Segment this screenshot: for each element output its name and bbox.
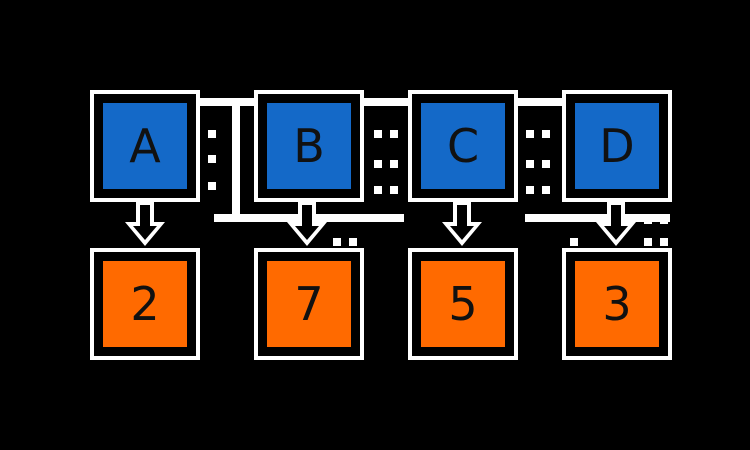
connector-dot: [526, 160, 534, 168]
connector-dot: [542, 160, 550, 168]
connector-line: [525, 214, 670, 222]
top-box-d: D: [562, 90, 672, 202]
connector-dot: [208, 155, 216, 163]
top-box-a: A: [90, 90, 200, 202]
connector-line: [515, 98, 565, 106]
connector-line: [357, 98, 412, 106]
bottom-box-label: 5: [421, 261, 505, 347]
connector-dot: [333, 238, 341, 246]
connector-dot: [660, 216, 668, 224]
connector-line: [232, 98, 240, 218]
bottom-box-3: 5: [408, 248, 518, 360]
connector-dot: [660, 238, 668, 246]
connector-dot: [374, 186, 382, 194]
connector-line: [198, 98, 258, 106]
down-arrow-icon: [596, 202, 636, 246]
connector-dot: [542, 130, 550, 138]
connector-dot: [390, 130, 398, 138]
connector-dot: [208, 182, 216, 190]
connector-dot: [542, 186, 550, 194]
connector-dot: [374, 130, 382, 138]
connector-dot: [390, 186, 398, 194]
connector-dot: [390, 160, 398, 168]
down-arrow-icon: [125, 202, 165, 246]
top-box-label: D: [575, 103, 659, 189]
bottom-box-label: 3: [575, 261, 659, 347]
connector-dot: [374, 160, 382, 168]
top-box-label: C: [421, 103, 505, 189]
top-box-label: B: [267, 103, 351, 189]
connector-dot: [526, 186, 534, 194]
bottom-box-2: 7: [254, 248, 364, 360]
bottom-box-1: 2: [90, 248, 200, 360]
connector-dot: [644, 238, 652, 246]
top-box-label: A: [103, 103, 187, 189]
connector-dot: [644, 216, 652, 224]
down-arrow-icon: [287, 202, 327, 246]
top-box-b: B: [254, 90, 364, 202]
bottom-box-label: 2: [103, 261, 187, 347]
connector-dot: [349, 238, 357, 246]
bottom-box-label: 7: [267, 261, 351, 347]
bottom-box-4: 3: [562, 248, 672, 360]
connector-dot: [526, 130, 534, 138]
connector-dot: [570, 238, 578, 246]
connector-dot: [208, 130, 216, 138]
top-box-c: C: [408, 90, 518, 202]
down-arrow-icon: [442, 202, 482, 246]
